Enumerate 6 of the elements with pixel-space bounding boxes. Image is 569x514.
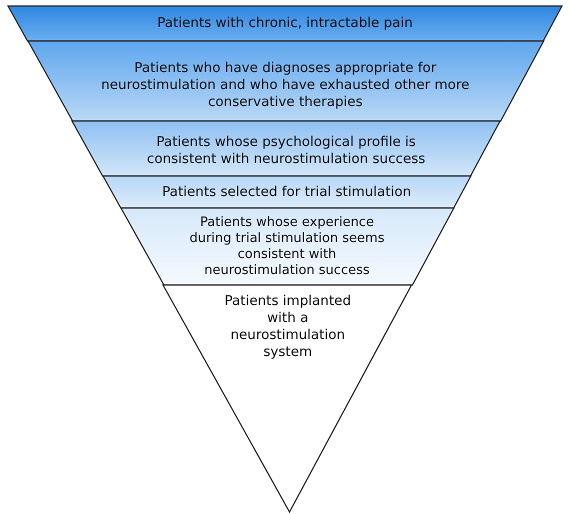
tier-label: Patients whose psychological profile is consistent with neurostimulation success — [146, 134, 426, 168]
tier-label: Patients whose experience during trial stimulation seems consistent with neurostimulation success — [188, 214, 386, 278]
tier-label: Patients with chronic, intractable pain — [157, 15, 413, 32]
tier-label: Patients who have diagnoses appropriate for neurostimulation and who have exhausted other more conservative therapies — [100, 60, 470, 110]
tier-label: Patients selected for trial stimulation — [162, 184, 412, 200]
tier-label: Patients implanted with a neurostimulation system — [223, 293, 352, 361]
